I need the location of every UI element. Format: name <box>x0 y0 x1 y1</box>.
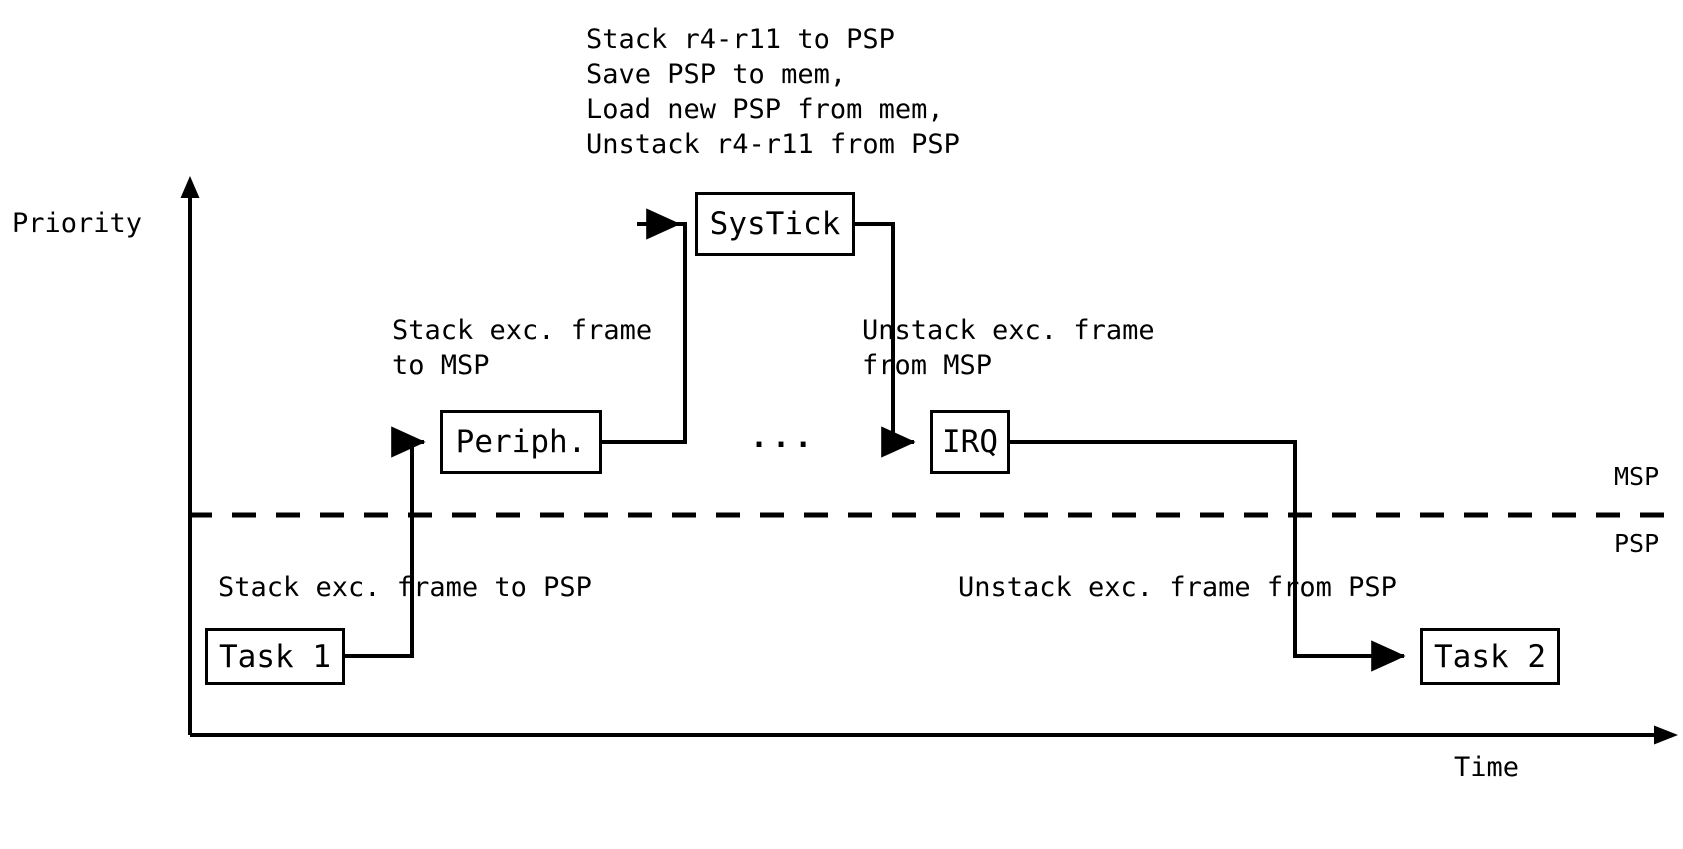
node-systick-label: SysTick <box>709 206 841 242</box>
psp-region-label: PSP <box>1614 529 1660 558</box>
y-axis <box>180 176 200 735</box>
node-systick[interactable]: SysTick <box>695 192 855 256</box>
x-axis <box>190 725 1678 745</box>
node-task1-label: Task 1 <box>219 638 331 675</box>
ellipsis-label: ... <box>750 420 817 455</box>
x-axis-label: Time <box>1454 752 1520 783</box>
connector-systick-to-irq <box>855 222 916 458</box>
connector-irq-to-task2 <box>1010 440 1406 672</box>
node-task2-label: Task 2 <box>1434 638 1546 675</box>
node-task1[interactable]: Task 1 <box>205 628 345 685</box>
annotation-unstack-exc-frame-from-psp: Unstack exc. frame from PSP <box>958 572 1397 603</box>
annotation-unstack-exc-frame-from-msp: Unstack exc. frame from MSP <box>862 315 1155 382</box>
node-task2[interactable]: Task 2 <box>1420 628 1560 685</box>
annotation-stack-exc-frame-to-psp: Stack exc. frame to PSP <box>218 572 592 603</box>
node-irq[interactable]: IRQ <box>930 410 1010 474</box>
node-periph-label: Periph. <box>455 424 587 460</box>
context-switch-note: Stack r4-r11 to PSP Save PSP to mem, Loa… <box>586 24 960 161</box>
y-axis-label: Priority <box>12 208 143 239</box>
node-irq-label: IRQ <box>942 424 998 460</box>
connector-periph-to-systick <box>602 208 687 444</box>
connector-task1-to-periph <box>345 426 426 658</box>
msp-region-label: MSP <box>1614 462 1660 491</box>
node-periph[interactable]: Periph. <box>440 410 602 474</box>
annotation-stack-exc-frame-to-msp: Stack exc. frame to MSP <box>392 315 653 382</box>
